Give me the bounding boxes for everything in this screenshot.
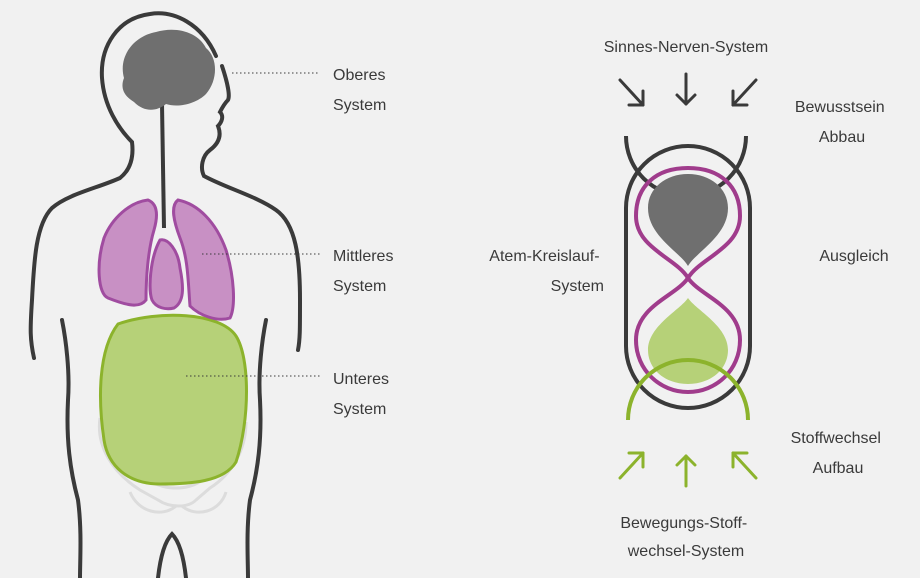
arrow-up-left-icon — [733, 453, 756, 478]
abdomen-organ — [101, 315, 247, 484]
label-middle-system: Mittleres System — [333, 248, 398, 295]
arrow-down-right-icon — [733, 80, 756, 105]
green-drop — [648, 298, 728, 384]
arrow-up-icon — [677, 456, 695, 486]
label-movement-metabolism-system: Bewegungs-Stoff- wechsel-System — [620, 515, 751, 560]
brain-organ — [122, 30, 215, 110]
label-lower-system: Unteres System — [333, 371, 393, 418]
arrow-down-left-icon — [620, 80, 643, 105]
spinal-cord — [160, 104, 166, 228]
label-metabolism: Stoffwechsel Aufbau — [791, 430, 886, 477]
label-upper-system: Oberes System — [333, 67, 390, 114]
top-arrows — [620, 74, 756, 105]
arrow-up-right-icon — [620, 453, 643, 478]
threefold-scheme: Sinnes-Nerven-System Bewusstsein Abbau A… — [489, 39, 889, 560]
label-senses-nerves-system: Sinnes-Nerven-System — [604, 39, 769, 56]
label-breathing-circulation-system: Atem-Kreislauf- System — [489, 248, 604, 295]
human-figure: Oberes System Mittleres System Unteres S… — [31, 13, 398, 578]
label-consciousness: Bewusstsein Abbau — [795, 99, 889, 146]
bottom-arrows — [620, 453, 756, 486]
arrow-down-icon — [677, 74, 695, 104]
label-balance: Ausgleich — [819, 248, 888, 265]
lungs-organ — [99, 200, 233, 319]
